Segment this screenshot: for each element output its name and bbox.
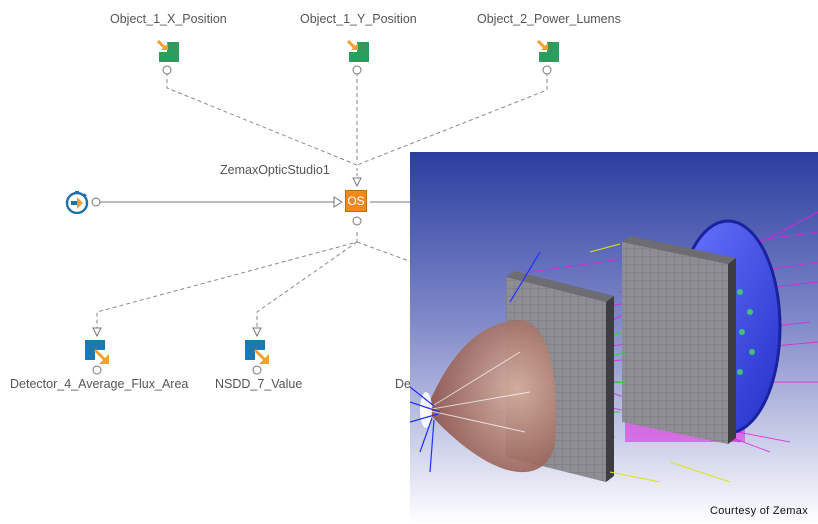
link-input-1 [166, 72, 358, 166]
driver-port [91, 197, 101, 207]
link-output-1 [96, 232, 358, 328]
link-input-3 [356, 72, 548, 166]
input-variable-icon [536, 39, 559, 62]
input-3-port [542, 65, 552, 75]
output-1-arrowhead [92, 327, 102, 338]
link-output-3 [356, 241, 413, 263]
os-input-arrowhead [352, 177, 362, 188]
output-variable-icon [85, 340, 109, 364]
parabolic-reflector [426, 320, 557, 473]
rear-detector-panel [622, 242, 728, 444]
input-2-label: Object_1_Y_Position [300, 12, 417, 26]
driver-arrowhead [333, 196, 343, 208]
output-1-label: Detector_4_Average_Flux_Area [10, 377, 189, 391]
input-node-1[interactable] [156, 39, 181, 69]
os-icon: OS [347, 194, 365, 208]
os-bottom-port [352, 216, 362, 226]
raytrace-render-image: Courtesy of Zemax [410, 152, 818, 524]
output-2-port [252, 365, 262, 375]
output-node-2[interactable] [245, 340, 271, 371]
driver-node[interactable] [65, 190, 89, 219]
output-node-1[interactable] [85, 340, 111, 371]
central-node-label: ZemaxOpticStudio1 [220, 163, 330, 177]
link-output-2 [256, 241, 358, 328]
output-variable-icon [245, 340, 269, 364]
opticstudio-node[interactable]: OS [345, 190, 367, 212]
output-3-label: De [395, 377, 411, 391]
input-variable-icon [346, 39, 369, 62]
image-credit: Courtesy of Zemax [709, 505, 808, 517]
output-2-label: NSDD_7_Value [215, 377, 303, 391]
input-variable-icon [156, 39, 179, 62]
output-2-arrowhead [252, 327, 262, 338]
raytrace-scene [410, 152, 818, 524]
input-node-3[interactable] [536, 39, 561, 69]
driver-icon [65, 191, 89, 215]
input-1-port [162, 65, 172, 75]
input-3-label: Object_2_Power_Lumens [477, 12, 621, 26]
input-1-label: Object_1_X_Position [110, 12, 227, 26]
input-2-port [352, 65, 362, 75]
input-node-2[interactable] [346, 39, 371, 69]
output-1-port [92, 365, 102, 375]
